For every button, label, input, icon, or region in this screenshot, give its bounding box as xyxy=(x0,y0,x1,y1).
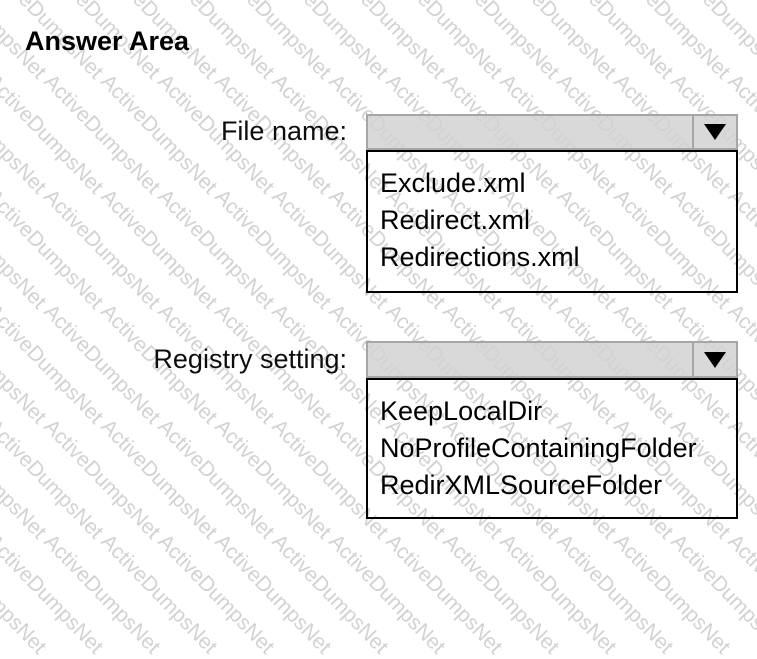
watermark-text: ActiveDumpsNet xyxy=(0,300,108,429)
watermark-text: ActiveDumpsNet xyxy=(153,530,279,659)
registry-setting-dropdown-arrow-button[interactable] xyxy=(692,343,736,376)
watermark-text: ActiveDumpsNet xyxy=(0,70,108,199)
watermark-text: ActiveDumpsNet xyxy=(495,530,621,659)
watermark-text: ActiveDumpsNet xyxy=(39,415,165,544)
list-item[interactable]: KeepLocalDir xyxy=(380,396,543,426)
answer-area-title: Answer Area xyxy=(25,26,190,56)
watermark-text: ActiveDumpsNet xyxy=(39,300,165,429)
dropdown-arrow-icon xyxy=(704,351,726,368)
watermark-text: ActiveDumpsNet xyxy=(552,530,678,659)
watermark-text: ActiveDumpsNet xyxy=(0,185,51,314)
watermark-text: ActiveDumpsNet xyxy=(438,530,564,659)
watermark-text: ActiveDumpsNet xyxy=(210,415,336,544)
watermark-text: ActiveDumpsNet xyxy=(96,415,222,544)
registry-setting-label: Registry setting: xyxy=(153,343,347,374)
watermark-text: ActiveDumpsNet xyxy=(0,415,51,544)
watermark-text: ActiveDumpsNet xyxy=(495,0,621,84)
watermark-text: ActiveDumpsNet xyxy=(153,185,279,314)
watermark-text: ActiveDumpsNet xyxy=(438,0,564,84)
dropdown-arrow-icon xyxy=(704,124,726,140)
file-name-dropdown-arrow-button[interactable] xyxy=(692,116,736,148)
watermark-text: ActiveDumpsNet xyxy=(723,0,757,84)
watermark-text: ActiveDumpsNet xyxy=(666,530,757,659)
watermark-text: ActiveDumpsNet xyxy=(609,0,735,84)
watermark-text: ActiveDumpsNet xyxy=(723,530,757,659)
file-name-label: File name: xyxy=(220,115,347,146)
registry-setting-options-list: KeepLocalDir NoProfileContainingFolder R… xyxy=(366,378,738,519)
list-item[interactable]: Redirections.xml xyxy=(380,242,580,272)
watermark-text: ActiveDumpsNet xyxy=(552,0,678,84)
watermark-text: ActiveDumpsNet xyxy=(0,300,51,429)
watermark-text: ActiveDumpsNet xyxy=(609,530,735,659)
watermark-text: ActiveDumpsNet xyxy=(666,0,757,84)
list-item[interactable]: NoProfileContainingFolder xyxy=(380,433,697,463)
watermark-text: ActiveDumpsNet xyxy=(324,530,450,659)
watermark-text: ActiveDumpsNet xyxy=(267,530,393,659)
watermark-text: ActiveDumpsNet xyxy=(324,0,450,84)
watermark-text: ActiveDumpsNet xyxy=(381,0,507,84)
file-name-options-list: Exclude.xml Redirect.xml Redirections.xm… xyxy=(366,150,738,293)
file-name-dropdown-value[interactable] xyxy=(368,116,692,148)
watermark-text: ActiveDumpsNet xyxy=(39,70,165,199)
registry-setting-dropdown-value[interactable] xyxy=(368,343,692,376)
watermark-text: ActiveDumpsNet xyxy=(96,70,222,199)
watermark-text: ActiveDumpsNet xyxy=(210,185,336,314)
registry-setting-dropdown[interactable] xyxy=(366,341,738,378)
watermark-text: ActiveDumpsNet xyxy=(153,415,279,544)
watermark-text: ActiveDumpsNet xyxy=(0,70,51,199)
watermark-text: ActiveDumpsNet xyxy=(267,0,393,84)
watermark-text: ActiveDumpsNet xyxy=(381,530,507,659)
watermark-text: ActiveDumpsNet xyxy=(0,415,108,544)
list-item[interactable]: Redirect.xml xyxy=(380,205,531,235)
file-name-dropdown[interactable] xyxy=(366,114,738,150)
watermark-text: ActiveDumpsNet xyxy=(96,185,222,314)
watermark-text: ActiveDumpsNet xyxy=(0,530,51,659)
watermark-text: ActiveDumpsNet xyxy=(210,530,336,659)
watermark-text: ActiveDumpsNet xyxy=(96,530,222,659)
watermark-text: ActiveDumpsNet xyxy=(0,185,108,314)
watermark-text: ActiveDumpsNet xyxy=(0,530,108,659)
list-item[interactable]: RedirXMLSourceFolder xyxy=(380,470,663,500)
watermark-text: ActiveDumpsNet xyxy=(39,185,165,314)
watermark-text: ActiveDumpsNet xyxy=(210,0,336,84)
list-item[interactable]: Exclude.xml xyxy=(380,168,526,198)
watermark-text: ActiveDumpsNet xyxy=(39,530,165,659)
